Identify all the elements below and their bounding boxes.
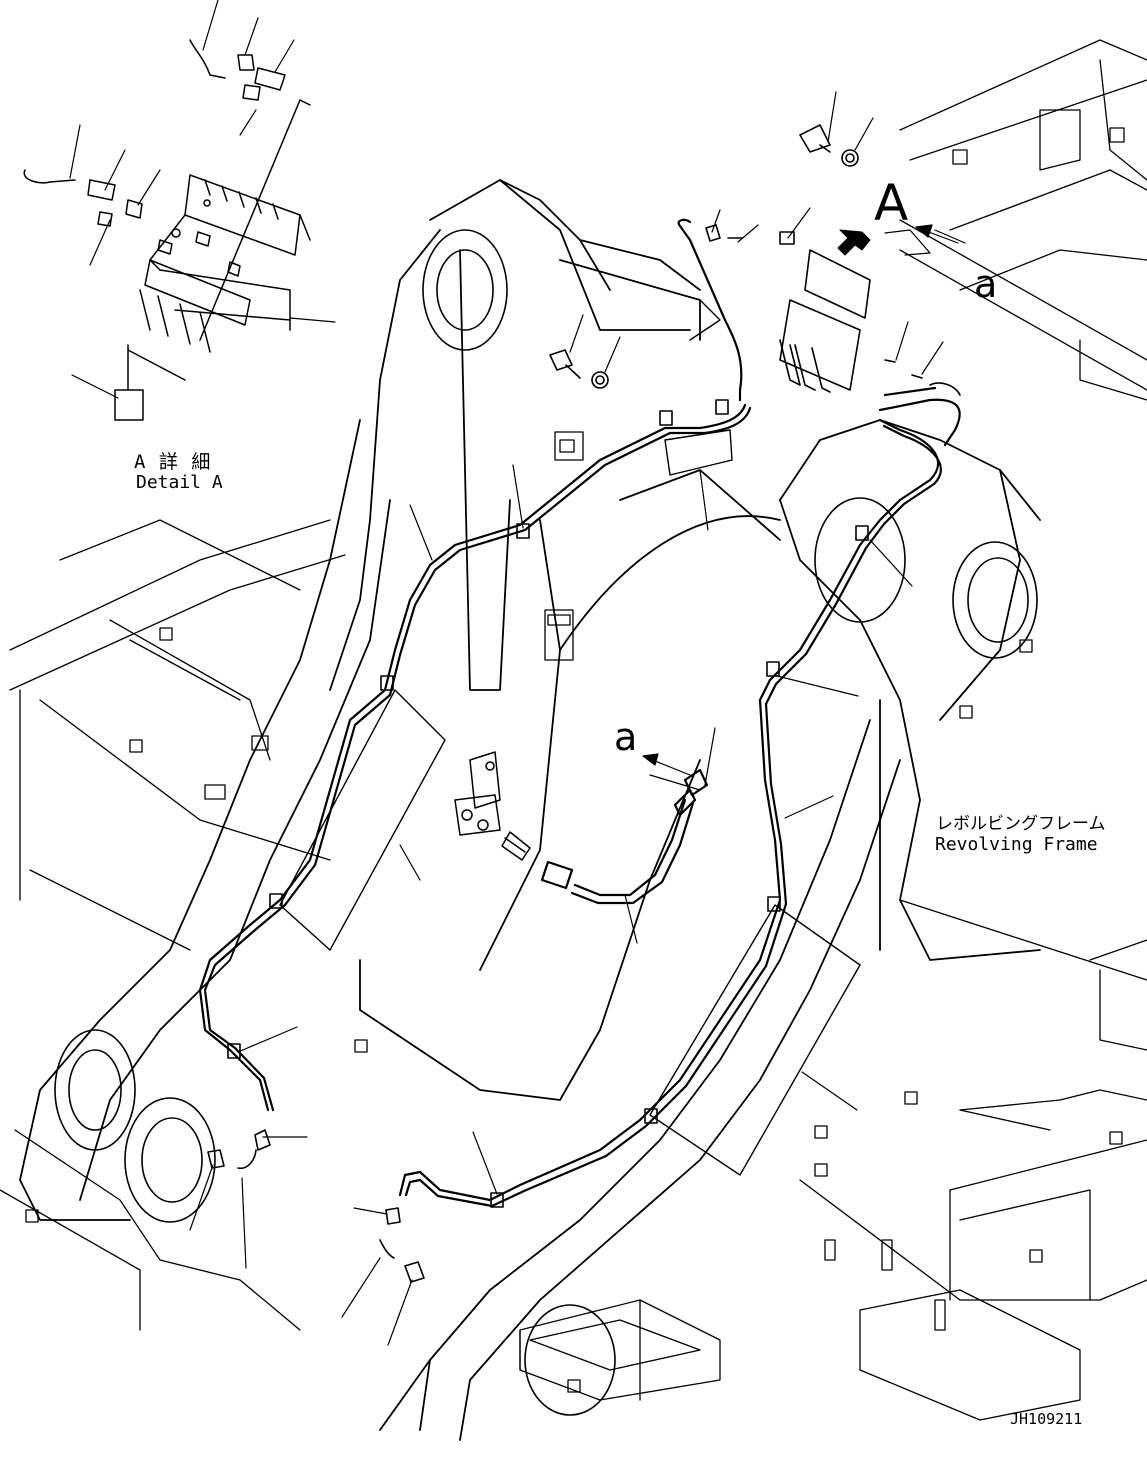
direction-letter-mid: a	[614, 715, 638, 759]
mounting-bracket	[454, 751, 531, 861]
frame-nut-blocks	[25, 127, 1125, 1393]
detail-a-manifold	[23, 39, 311, 421]
frame-side-plates	[19, 179, 1041, 1441]
frame-label-en: Revolving Frame	[935, 834, 1098, 855]
revolving-frame-outline	[0, 39, 1147, 1421]
frame-label-ja: レボルビングフレーム	[936, 814, 1106, 834]
loose-fittings	[207, 1129, 425, 1283]
view-letter: A	[874, 174, 909, 232]
leader-lines	[69, 0, 966, 1346]
grease-piping	[198, 218, 961, 1208]
center-bolt-washer	[549, 349, 609, 389]
view-arrow	[837, 229, 871, 256]
drawing-number: JH109211	[1010, 1410, 1083, 1428]
detail-title-ja: A 詳 細	[134, 451, 212, 473]
top-right-manifold	[705, 124, 961, 396]
pipe-covers	[279, 299, 861, 1176]
grease-hose	[540, 768, 709, 905]
direction-arrows	[642, 224, 959, 776]
detail-title-en: Detail A	[136, 472, 223, 493]
pipe-clamps	[227, 399, 869, 1208]
direction-letter-top: a	[974, 262, 998, 306]
